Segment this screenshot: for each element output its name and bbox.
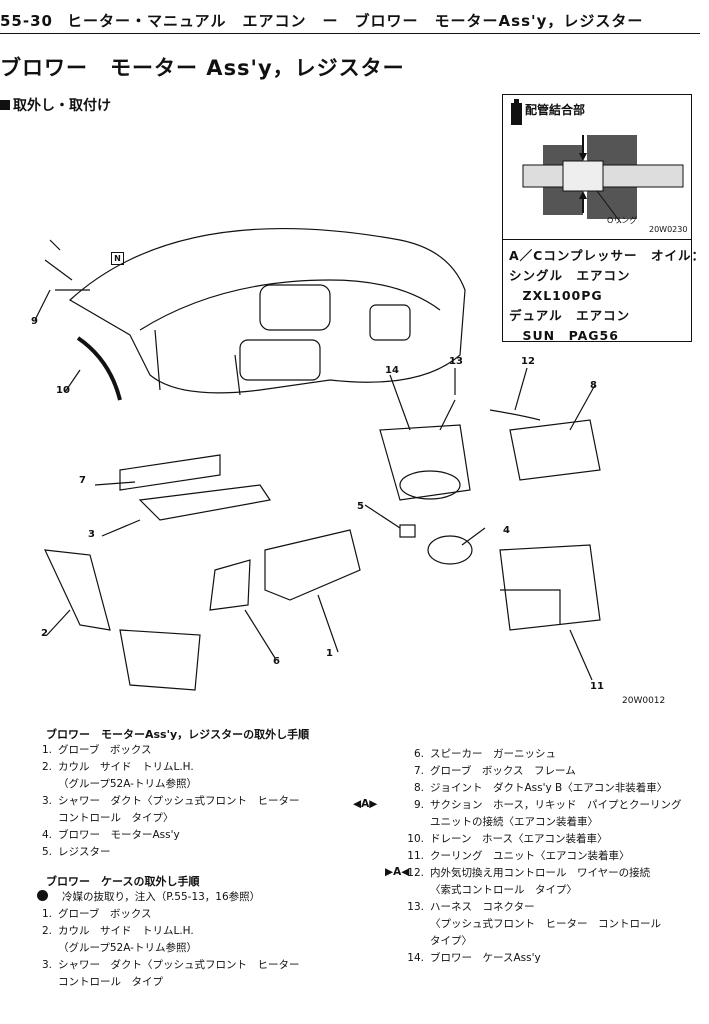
section-title: ヒーター・マニュアル エアコン ー ブロワー モーターAss'y，レジスター <box>66 12 644 30</box>
callout-11: 11 <box>590 681 604 692</box>
section-subtitle: 取外し・取付け <box>0 95 111 115</box>
cooling-unit-part <box>499 544 601 631</box>
exploded-view-diagram <box>34 228 601 691</box>
joint-duct-part <box>509 419 601 481</box>
pipe-joint-drawing <box>522 135 684 224</box>
inset-divider <box>503 239 691 240</box>
list-item: 2.カウル サイド トリムL.H. <box>41 925 194 937</box>
drain-hose-part <box>76 336 122 401</box>
blower-motor-part <box>427 535 473 565</box>
glove-box-frame-part <box>119 454 221 491</box>
oil-line-5: SUN PAG56 <box>509 328 619 343</box>
mark-a-removal: ▶A◀ <box>385 866 410 878</box>
inset-figure-code: 20W0230 <box>649 225 688 234</box>
list-item: 3.シャワー ダクト〈プッシュ式フロント ヒーター <box>41 959 300 971</box>
list-item: 4.ブロワー モーターAss'y <box>41 829 180 841</box>
pre-step: 冷媒の抜取り，注入（P.55-13，16参照） <box>32 889 300 906</box>
callout-2: 2 <box>41 628 48 639</box>
callout-8: 8 <box>590 380 597 391</box>
procedure-a-list: 1.グローブ ボックス 2.カウル サイド トリムL.H. （グループ52A-ト… <box>32 742 300 861</box>
glove-box-part <box>264 529 361 601</box>
running-header: 55-30 ヒーター・マニュアル エアコン ー ブロワー モーターAss'y，レジ… <box>0 10 643 31</box>
list-item: 8.ジョイント ダクトAss'y B〈エアコン非装着車〉 <box>413 782 668 794</box>
callout-3: 3 <box>88 529 95 540</box>
procedure-b-list: 冷媒の抜取り，注入（P.55-13，16参照） 1.グローブ ボックス 2.カウ… <box>32 889 300 991</box>
oil-line-1: A／Cコンプレッサー オイル： <box>509 248 705 263</box>
oil-line-4: デュアル エアコン <box>509 308 631 323</box>
oring-label: Oリング <box>607 216 638 225</box>
square-bullet-icon <box>0 100 10 110</box>
callout-14: 14 <box>385 365 399 376</box>
list-item: 11.クーリング ユニット〈エアコン装着車〉 <box>407 850 630 862</box>
harness-wire-part <box>439 399 541 431</box>
procedure-a-title: ブロワー モーターAss'y，レジスターの取外し手順 <box>46 728 310 741</box>
procedure-c-list: 6.スピーカー ガーニッシュ 7.グローブ ボックス フレーム 8.ジョイント … <box>404 746 681 967</box>
inset-title: 配管結合部 <box>525 103 586 117</box>
callout-6: 6 <box>273 656 280 667</box>
callout-10: 10 <box>56 385 70 396</box>
list-item: 1.グローブ ボックス <box>41 908 152 920</box>
list-item: 2.カウル サイド トリムL.H. <box>41 761 194 773</box>
list-item: 14.ブロワー ケースAss'y <box>407 952 541 964</box>
oil-line-3: ZXL100PG <box>509 288 603 303</box>
oil-line-2: シングル エアコン <box>509 268 631 283</box>
callout-1: 1 <box>326 648 333 659</box>
list-item: 12.内外気切換え用コントロール ワイヤーの接続 <box>407 867 651 879</box>
list-item-continuation: （グループ52A-トリム参照） <box>58 778 197 790</box>
procedure-b-title: ブロワー ケースの取外し手順 <box>46 875 200 888</box>
list-item-continuation: コントロール タイプ <box>58 976 163 988</box>
diagram-figure-code: 20W0012 <box>622 696 666 706</box>
callout-7: 7 <box>79 475 86 486</box>
oil-can-icon <box>511 99 522 125</box>
list-item-continuation: コントロール タイプ〉 <box>58 812 174 824</box>
note-mark-box: N <box>111 252 124 265</box>
list-item: 1.グローブ ボックス <box>41 744 152 756</box>
speaker-garnish-part <box>209 559 251 611</box>
list-item-continuation: 〈索式コントロール タイプ〉 <box>430 884 577 896</box>
pipe-joint-inset: 配管結合部 Oリング 20W0230 A／Cコンプレッサー オイル： シングル … <box>502 94 704 343</box>
list-item-continuation: タイプ〉 <box>430 935 472 947</box>
callout-4: 4 <box>503 525 510 536</box>
list-item-continuation: ユニットの接続〈エアコン装着車〉 <box>430 816 598 828</box>
resistor-part <box>399 524 416 538</box>
callout-5: 5 <box>357 501 364 512</box>
bolts-part <box>44 239 90 291</box>
list-item: 7.グローブ ボックス フレーム <box>413 765 576 777</box>
bullet-dot-icon <box>37 890 48 901</box>
cowl-side-trim-part <box>44 549 111 631</box>
mark-a-reassembly: ◀A▶ <box>353 798 378 810</box>
page-title: ブロワー モーター Ass'y，レジスター <box>0 56 405 80</box>
list-item: 3.シャワー ダクト〈プッシュ式フロント ヒーター <box>41 795 300 807</box>
blower-case-part <box>379 424 471 501</box>
list-item: 9.サクション ホース，リキッド パイプとクーリング <box>413 799 682 811</box>
page-number: 55-30 <box>0 12 53 30</box>
instrument-panel <box>68 228 466 394</box>
callout-leaders <box>34 289 596 681</box>
header-rule <box>0 33 700 34</box>
subtitle-text: 取外し・取付け <box>13 98 111 114</box>
list-item-continuation: （グループ52A-トリム参照） <box>58 942 197 954</box>
callout-12: 12 <box>521 356 535 367</box>
list-item: 10.ドレーン ホース〈エアコン装着車〉 <box>407 833 608 845</box>
list-item: 13.ハーネス コネクター <box>407 901 535 913</box>
callout-9: 9 <box>31 316 38 327</box>
list-item-continuation: 〈プッシュ式フロント ヒーター コントロール <box>430 918 661 930</box>
list-item: 6.スピーカー ガーニッシュ <box>413 748 556 760</box>
callout-13: 13 <box>449 356 463 367</box>
list-item: 5.レジスター <box>41 846 111 858</box>
